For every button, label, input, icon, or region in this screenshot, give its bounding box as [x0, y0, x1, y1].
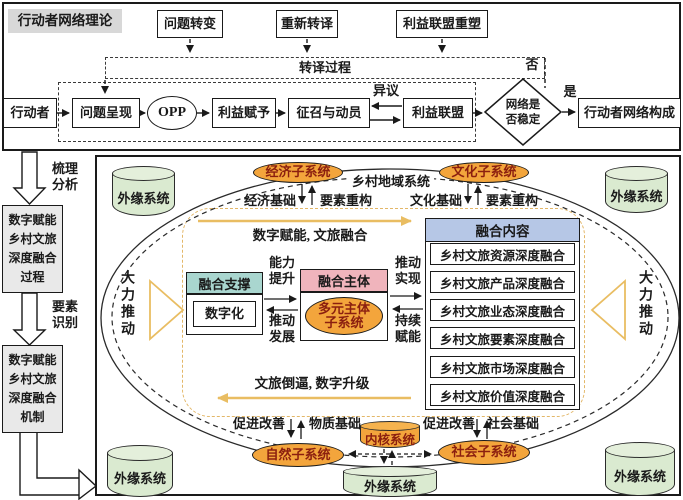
social-base-label: 社会基础	[486, 416, 539, 431]
actor-box: 行动者	[3, 98, 57, 128]
multi-subject-ellipse: 多元主体子系统	[305, 297, 383, 335]
fusion-content-header: 融合内容	[425, 218, 580, 242]
ability-label: 能力提升	[268, 255, 295, 286]
left-column-arrows	[12, 151, 98, 500]
cultural-restructure-label: 要素重构	[485, 193, 538, 208]
cultural-base-label: 文化基础	[409, 193, 462, 208]
yes-label: 是	[563, 84, 577, 99]
peripheral-cylinder-top-right: 外缘系统	[605, 166, 668, 213]
opp-ellipse: OPP	[147, 96, 197, 130]
trigger-problem-change: 问题转变	[157, 10, 223, 38]
core-system-cylinder: 内核系统	[360, 421, 420, 448]
exchange-arrows	[264, 184, 491, 439]
sort-analyze-label: 梳理分析	[51, 161, 78, 192]
digital-core-dashed-frame	[182, 208, 585, 417]
social-improve-label: 促进改善	[422, 416, 475, 431]
fusion-support-header: 融合支撑	[186, 272, 263, 294]
push-label-left: 大力推动	[119, 270, 134, 338]
trigger-retranslate: 重新转译	[276, 10, 338, 38]
push-triangle-left	[149, 279, 185, 341]
push-triangle-right	[590, 279, 626, 341]
yellow-flow-arrows	[149, 216, 626, 403]
fusion-content-item: 乡村文旅要素深度融合	[430, 327, 575, 349]
mechanism-gray-box: 数字赋能乡村文旅深度融合机制	[2, 345, 63, 433]
core-dashed-links	[348, 449, 432, 465]
fusion-content-item: 乡村文旅业态深度融合	[430, 299, 575, 321]
economic-restructure-label: 要素重构	[319, 193, 372, 208]
result-box: 行动者网络构成	[578, 98, 681, 128]
process-gray-box: 数字赋能乡村文旅深度融合过程	[2, 205, 63, 293]
alliance-box: 利益联盟	[403, 98, 473, 128]
economic-base-label: 经济基础	[243, 193, 296, 208]
top-flow-arrows	[57, 102, 576, 124]
top-dashed-arrows	[101, 39, 546, 94]
top-section-frame	[2, 2, 681, 151]
reverse-upgrade-flow-label: 文旅倒逼, 数字升级	[254, 376, 370, 391]
fusion-content-item: 乡村文旅价值深度融合	[430, 384, 575, 406]
fusion-content-item: 乡村文旅产品深度融合	[430, 271, 575, 293]
fusion-content-item: 乡村文旅市场深度融合	[430, 356, 575, 378]
translation-process-label: 转译过程	[298, 60, 351, 75]
trigger-alliance-reshape: 利益联盟重塑	[396, 10, 488, 38]
interest-box: 利益赋予	[212, 98, 276, 128]
enroll-box: 征召与动员	[288, 98, 370, 128]
decision-diamond	[483, 78, 563, 146]
digital-empower-flow-label: 数字赋能, 文旅融合	[252, 228, 368, 243]
problem-box: 问题呈现	[72, 98, 140, 128]
develop-label: 推动发展	[268, 313, 295, 344]
peripheral-cylinder-bottom-left: 外缘系统	[107, 445, 173, 497]
decision-label: 网络是否稳定	[505, 99, 541, 126]
no-label: 否	[525, 57, 539, 72]
fusion-subject-header: 融合主体	[300, 269, 388, 292]
digitalization-box: 数字化	[193, 301, 256, 327]
cultural-subsystem-ellipse: 文化子系统	[439, 162, 529, 183]
push-label-right: 大力推动	[637, 270, 652, 338]
peripheral-cylinder-bottom-right: 外缘系统	[605, 442, 675, 496]
peripheral-cylinder-top-left: 外缘系统	[112, 166, 175, 216]
top-title: 行动者网络理论	[8, 9, 122, 33]
realize-label: 推动实现	[394, 255, 421, 286]
dissent-label: 异议	[372, 83, 399, 98]
empower-label: 持续赋能	[394, 313, 421, 344]
natural-improve-label: 促进改善	[232, 416, 285, 431]
region-label: 乡村地域系统	[348, 174, 434, 190]
peripheral-cylinder-bottom-center: 外缘系统	[343, 466, 437, 497]
fusion-content-item: 乡村文旅资源深度融合	[430, 243, 575, 265]
economic-subsystem-ellipse: 经济子系统	[253, 162, 343, 183]
natural-subsystem-ellipse: 自然子系统	[252, 443, 344, 467]
material-base-label: 物质基础	[308, 416, 361, 431]
social-subsystem-ellipse: 社会子系统	[438, 440, 530, 465]
element-identify-label: 要素识别	[51, 299, 78, 330]
